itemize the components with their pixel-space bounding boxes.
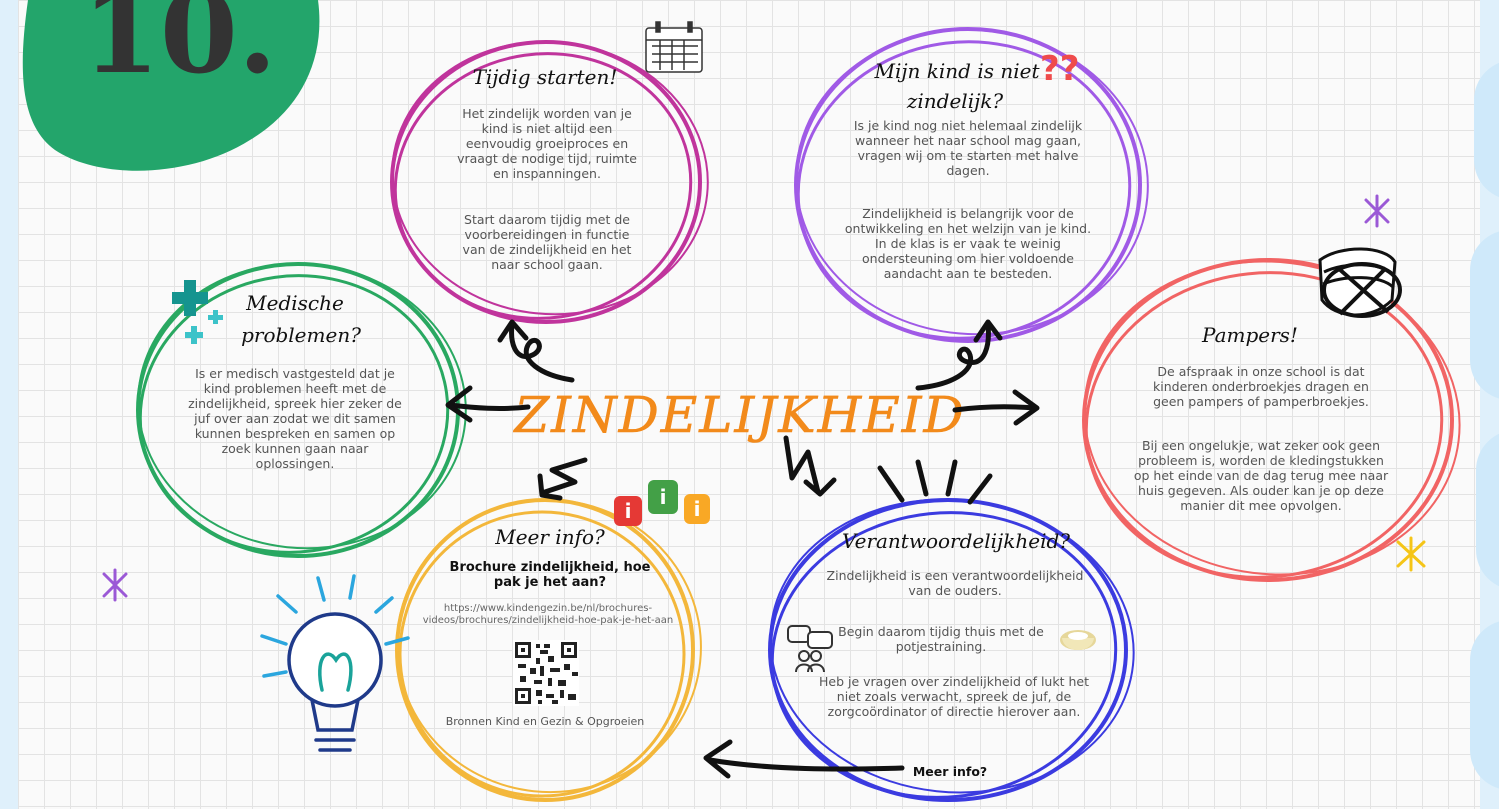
mijnkind-title-line2: zindelijk? — [906, 89, 1004, 113]
mijnkind-paragraph-1: Is je kind nog niet helemaal zindelijk w… — [853, 118, 1083, 178]
lightbulb-icon — [260, 574, 410, 752]
sparkle-icon — [102, 194, 1390, 602]
meerinfo-sources: Bronnen Kind en Gezin & Opgroeien — [445, 715, 645, 728]
tijdig-paragraph-1: Het zindelijk worden van je kind is niet… — [457, 106, 637, 181]
meerinfo-subtitle: Brochure zindelijkheid, hoe pak je het a… — [449, 560, 651, 590]
verantw-more-info: Meer info? — [912, 764, 988, 779]
verantw-paragraph-2: Begin daarom tijdig thuis met de potjest… — [838, 624, 1044, 654]
pampers-paragraph-2: Bij een ongelukje, wat zeker ook geen pr… — [1133, 438, 1389, 513]
right-decor-blob — [1470, 620, 1499, 790]
svg-text:i: i — [625, 499, 632, 523]
right-decor-blob — [1476, 430, 1499, 590]
number-badge-shape — [22, 0, 320, 171]
meerinfo-title: Meer info? — [495, 525, 605, 549]
medisch-title-line1: Medische — [246, 291, 344, 315]
number-badge-text: 10. — [82, 0, 277, 99]
diaper-crossed-icon — [1318, 247, 1402, 318]
medisch-paragraph-1: Is er medisch vastgesteld dat je kind pr… — [188, 366, 402, 471]
circle-pampers-stroke — [1082, 258, 1461, 582]
pampers-title: Pampers! — [1202, 323, 1298, 347]
circle-meerinfo-stroke — [395, 498, 702, 802]
meerinfo-url-link[interactable]: https://www.kindengezin.be/nl/brochures-… — [422, 603, 674, 626]
qr-code-icon — [513, 640, 579, 706]
tijdig-title: Tijdig starten! — [472, 65, 618, 89]
center-word: ZINDELIJKHEID — [512, 386, 965, 444]
verantw-paragraph-1: Zindelijkheid is een verantwoordelijkhei… — [826, 568, 1084, 598]
sparkle-yellow-icon — [1396, 536, 1426, 572]
right-decor-blob — [1474, 60, 1499, 200]
medisch-title-line2: problemen? — [241, 323, 361, 347]
circle-tijdig-stroke — [390, 40, 709, 324]
arrows — [445, 319, 1040, 779]
potty-icon — [1060, 630, 1096, 650]
svg-text:??: ?? — [1040, 49, 1079, 89]
grid-background — [18, 0, 1480, 809]
verantw-paragraph-3: Heb je vragen over zindelijkheid of lukt… — [819, 674, 1089, 719]
circle-verantw-stroke — [768, 498, 1135, 802]
mijnkind-title-line1: Mijn kind is niet — [874, 59, 1040, 83]
question-marks-icon: ?? — [1040, 49, 1079, 89]
chat-people-icon — [787, 625, 833, 673]
tijdig-paragraph-2: Start daarom tijdig met de voorbereiding… — [462, 212, 632, 272]
medical-cross-icon — [172, 280, 223, 344]
right-decor-blob — [1470, 230, 1499, 400]
verantw-title: Verantwoordelijkheid? — [842, 529, 1070, 553]
svg-text:i: i — [660, 485, 667, 509]
calendar-icon — [645, 21, 703, 73]
svg-text:i: i — [694, 497, 701, 521]
mijnkind-paragraph-2: Zindelijkheid is belangrijk voor de ontw… — [844, 206, 1092, 281]
circle-mijnkind-stroke — [794, 27, 1149, 343]
pampers-paragraph-1: De afspraak in onze school is dat kinder… — [1153, 364, 1369, 409]
info-bubbles-icon: i i i — [614, 480, 710, 526]
